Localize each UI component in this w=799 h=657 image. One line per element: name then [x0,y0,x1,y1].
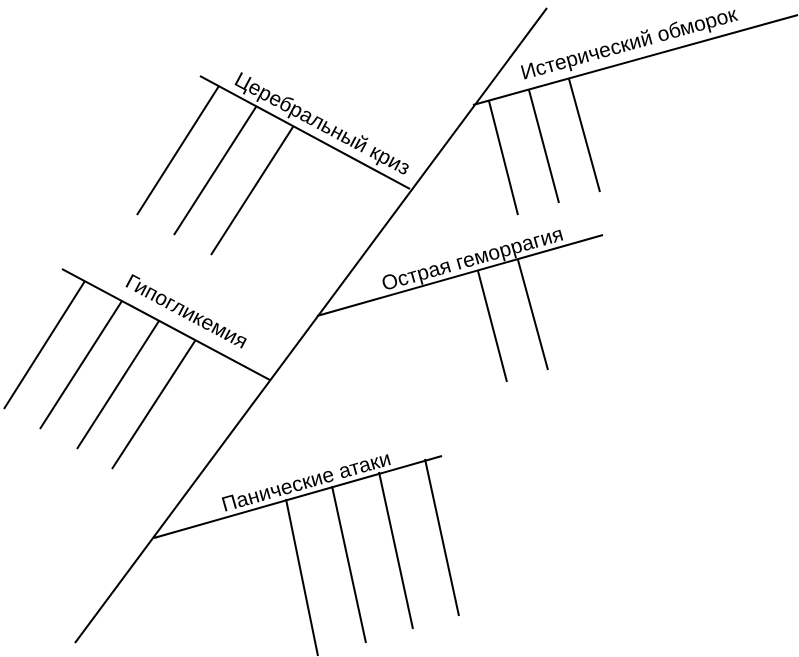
label-hysterical-syncope: Истерический обморок [518,3,740,85]
branch-acute-hemorrhage: Острая геморрагия [316,223,604,383]
branch-hypoglycemia: Гипогликемия [3,268,271,470]
branch-line [61,268,271,381]
branch-panic-attacks: Панические атаки [153,447,460,657]
sub-cause-line [210,126,294,256]
sub-cause-line [378,471,414,630]
sub-cause-line [173,106,257,236]
main-spine [74,7,548,644]
sub-cause-line [331,485,367,644]
branch-line [472,14,799,106]
label-panic-attacks: Панические атаки [219,447,394,517]
branch-line [153,455,443,539]
sub-cause-line [39,300,123,430]
sub-cause-line [568,78,601,193]
label-acute-hemorrhage: Острая геморрагия [379,223,566,296]
sub-cause-line [285,498,319,657]
sub-cause-line [424,458,460,617]
sub-cause-line [111,340,196,470]
sub-cause-line [136,85,220,216]
branch-cerebral-crisis: Церебральный криз [136,68,414,256]
sub-cause-line [517,259,549,371]
branch-line [316,234,604,317]
branch-line [199,75,411,190]
sub-cause-line [477,270,508,383]
sub-cause-line [3,280,86,410]
sub-cause-line [488,100,519,216]
sub-cause-line [76,320,160,450]
branch-hysterical-syncope: Истерический обморок [472,3,799,216]
sub-cause-line [528,89,560,204]
label-cerebral-crisis: Церебральный криз [231,68,414,180]
